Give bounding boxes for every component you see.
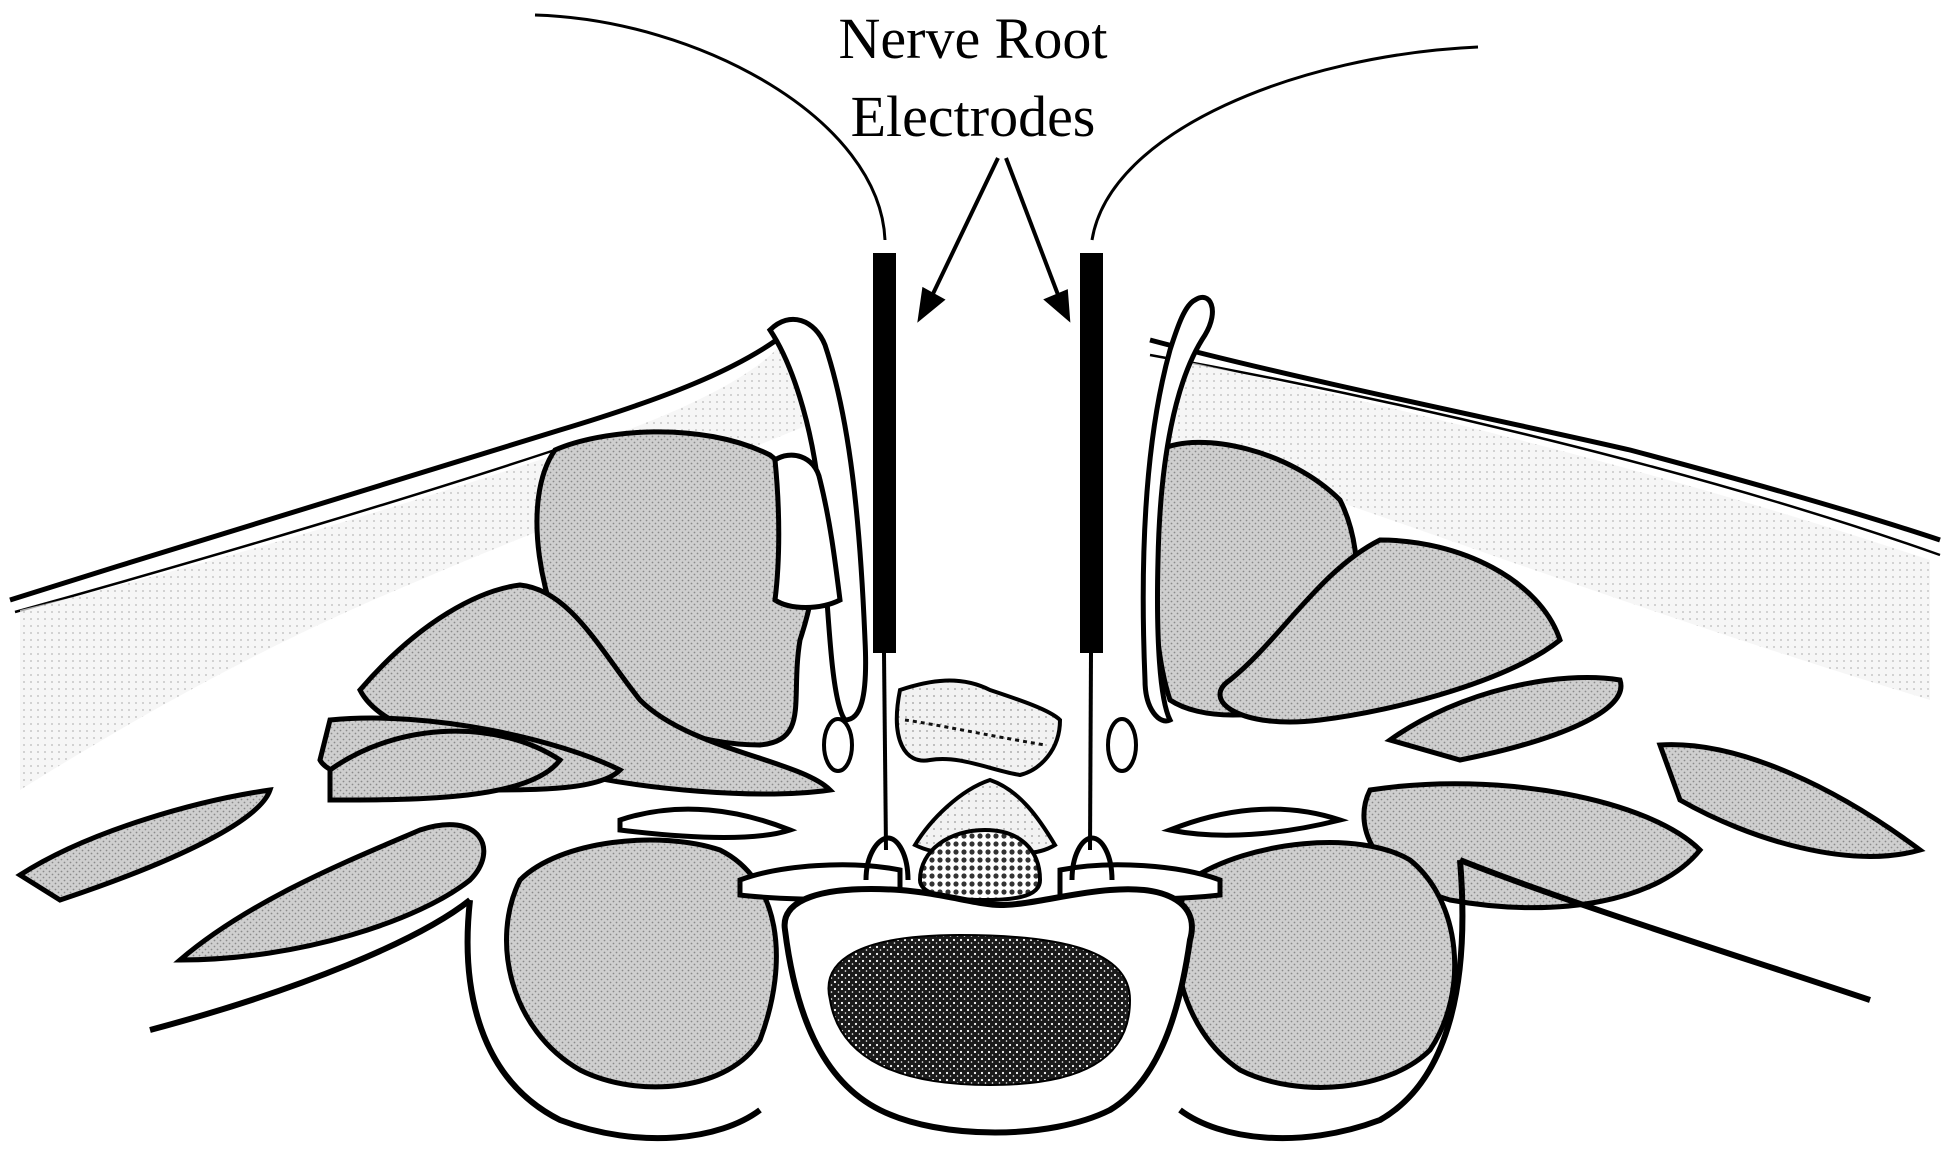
spinous-process [770, 297, 1212, 721]
electrode-label-line-2: Electrodes [0, 88, 1946, 146]
vertebral-arch [897, 681, 1060, 853]
label-arrows [920, 158, 1068, 318]
electrode-label-line-1: Nerve Root [0, 10, 1946, 68]
vertebral-body [785, 889, 1192, 1132]
left-electrode [866, 253, 908, 880]
right-electrode [1072, 253, 1112, 880]
